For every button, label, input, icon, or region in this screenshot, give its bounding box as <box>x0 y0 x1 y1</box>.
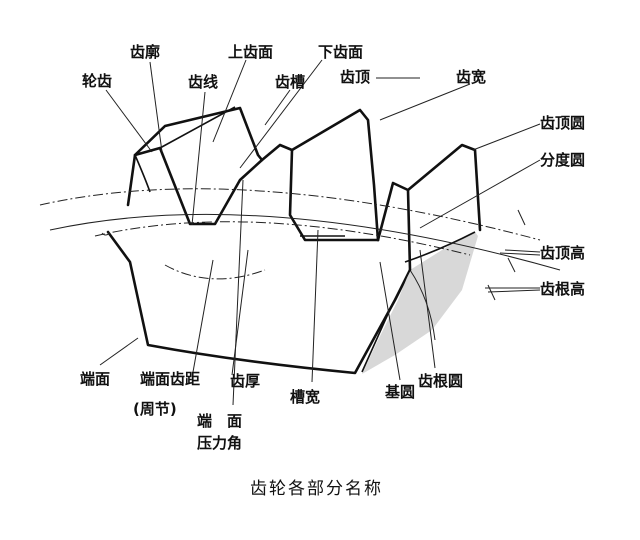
label-jiyuan: 基圆 <box>384 383 415 401</box>
label-duanmian: 端面 <box>80 370 110 388</box>
label-shangchimian: 上齿面 <box>228 43 273 61</box>
labels: 轮齿 齿廓 上齿面 下齿面 齿线 齿槽 齿顶 齿宽 齿顶圆 分度圆 齿顶高 齿根… <box>80 43 585 452</box>
label-zhoujie: (周节) <box>133 400 177 418</box>
label-xiachimian: 下齿面 <box>318 43 363 61</box>
label-chigengao: 齿根高 <box>540 280 585 298</box>
reference-circles <box>39 188 561 280</box>
root-shading <box>362 232 478 374</box>
label-lunchi: 轮齿 <box>82 72 112 90</box>
label-duanmianchiju: 端面齿距 <box>140 370 200 388</box>
label-chidingyuan: 齿顶圆 <box>540 114 585 132</box>
label-duanmian2: 端 面 <box>197 412 242 430</box>
label-chikuan: 齿宽 <box>456 68 486 86</box>
label-chigenyuan: 齿根圆 <box>418 372 463 390</box>
gear-body <box>101 230 478 375</box>
label-chidinggao: 齿顶高 <box>540 244 585 262</box>
label-chiding: 齿顶 <box>340 68 370 86</box>
dimension-arrows <box>485 209 541 301</box>
label-chixian: 齿线 <box>188 73 218 91</box>
leader-lines <box>99 59 541 406</box>
label-chicao: 齿槽 <box>275 73 305 91</box>
tooth-2 <box>260 108 380 242</box>
label-fenduyuan: 分度圆 <box>540 151 585 169</box>
label-yalijiao: 压力角 <box>197 434 242 452</box>
label-chihou: 齿厚 <box>230 372 260 390</box>
label-caokuan: 槽宽 <box>290 388 320 406</box>
tooth-3 <box>376 143 482 272</box>
label-chikuo: 齿廓 <box>130 43 160 61</box>
figure-caption: 齿轮各部分名称 <box>250 479 383 499</box>
